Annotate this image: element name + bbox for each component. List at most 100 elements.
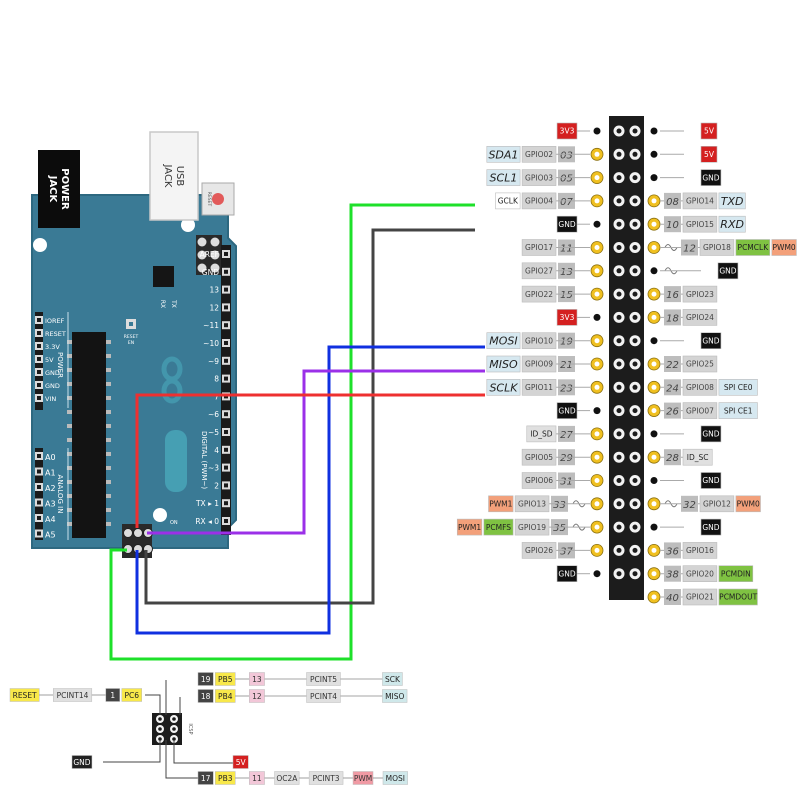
pin-tag-label: 5V: [704, 150, 715, 159]
analog-header: [35, 448, 43, 540]
pin-tag-label: PWM1: [458, 523, 481, 532]
pin-tag-label: SCLK: [489, 381, 518, 394]
chip-leg: [106, 424, 111, 428]
icsp-pin: [197, 250, 207, 260]
pin-number: 12: [683, 244, 696, 255]
pin-tag-label: GPIO11: [525, 383, 553, 392]
digital-pin-hole: [224, 358, 228, 363]
pin-tag-label: GPIO15: [686, 220, 714, 229]
gpio-header-pin-hole: [632, 314, 638, 320]
icsp-legend-tag-label: PB4: [218, 692, 233, 701]
chip-leg: [67, 368, 72, 372]
gpio-right-row: GND: [650, 262, 739, 280]
pin-tag: [682, 215, 718, 233]
pin-number: 08: [666, 197, 679, 208]
gpio-header-pin-hole: [632, 524, 638, 530]
pin-tag: [514, 495, 550, 513]
icsp-legend-tag-label: GND: [73, 758, 90, 767]
pin-tag-label: 3V3: [560, 313, 575, 322]
pin-tag: [486, 332, 521, 350]
pin-tag: [700, 122, 718, 140]
gpio-header-pin-hole: [616, 128, 622, 134]
pin-tag-label: GPIO06: [525, 476, 553, 485]
power-pin-hole: [37, 396, 41, 400]
gpio-right-row: GND: [650, 518, 722, 536]
pin-tag: [735, 239, 771, 256]
gpio-header-pin-hole: [616, 384, 622, 390]
gpio-pin-dot-center: [651, 198, 657, 204]
pin-tag-label: GND: [558, 220, 575, 229]
chip-leg: [67, 424, 72, 428]
gpio-header-pin-hole: [616, 501, 622, 507]
icsp-pin: [133, 528, 143, 538]
pin-number: 38: [666, 570, 679, 581]
digital-pin-label: GND: [202, 268, 219, 277]
pin-tag: [718, 192, 746, 210]
icsp-legend-tag-label: 17: [201, 774, 211, 783]
power-pin-hole: [37, 370, 41, 374]
pin-tag-label: 3V3: [560, 127, 575, 136]
power-pin-hole: [37, 357, 41, 361]
digital-pin-label: ~9: [208, 357, 219, 366]
gpio-header-pin-hole: [632, 221, 638, 227]
usb-jack: [149, 131, 199, 221]
pin-number-box: [664, 589, 681, 605]
icsp-legend-tag: PCINT14: [53, 688, 93, 702]
icsp-legend-tag: 5V: [232, 755, 249, 769]
pin-tag-label: PWM0: [773, 243, 796, 252]
pin-tag: [556, 565, 578, 583]
gpio-right-row: GND: [650, 169, 722, 186]
pin-tag: [514, 518, 550, 536]
chip-leg: [67, 438, 72, 442]
blue-wire: [135, 345, 485, 635]
pin-tag: [486, 169, 521, 186]
gpio-header-pin-hole: [616, 291, 622, 297]
digital-pin-hole: [224, 252, 228, 256]
pin-tag-label: SPI CE1: [724, 406, 753, 415]
pin-tag-label: GPIO04: [525, 197, 553, 206]
digital-pin-hole: [224, 376, 228, 381]
pin-tag-label: PCMCLK: [738, 243, 770, 252]
chip-leg: [67, 410, 72, 414]
pin-number-box: [664, 402, 681, 419]
tx-label: TX: [170, 299, 177, 308]
icsp-legend-leader: [145, 694, 161, 715]
icsp-legend-tag-label: RESET: [13, 691, 37, 700]
icsp-legend-tag-label: PB5: [218, 675, 233, 684]
analog-pin-hole: [37, 500, 41, 505]
pin-number: 24: [666, 383, 679, 394]
pin-number-box: [664, 449, 681, 466]
gpio-pin-dot-center: [651, 291, 657, 297]
pin-tag-label: MOSI: [489, 335, 517, 348]
reset-button-cap: [212, 193, 224, 205]
digital-pin-label: 7: [214, 392, 219, 401]
icsp-legend-tag-label: 11: [252, 774, 262, 783]
pin-tag: [699, 239, 735, 256]
pin-tag-label: GPIO21: [686, 593, 714, 602]
gpio-header-pin-hole: [616, 268, 622, 274]
analog-pin-hole: [37, 531, 41, 536]
gpio-right-row: 5V: [650, 122, 718, 140]
pin-number: 19: [560, 337, 573, 348]
pin-number: 23: [560, 383, 573, 394]
pin-tag-label: GPIO18: [703, 243, 731, 252]
gpio-pin-dot: [593, 127, 601, 135]
mount-hole: [33, 238, 47, 252]
icsp-legend-tag-label: MOSI: [386, 774, 405, 783]
pin-number: 27: [560, 430, 573, 441]
atmega-chip: [72, 332, 106, 538]
gpio-header-pin-hole: [632, 571, 638, 577]
gpio-header-pin-hole: [632, 408, 638, 414]
gpio-pin-dot-center: [651, 547, 657, 553]
chip-leg: [106, 396, 111, 400]
digital-pin-label: ~10: [203, 339, 219, 348]
gpio-header-pin-hole: [616, 547, 622, 553]
digital-pin-hole: [224, 483, 228, 488]
icsp-legend-tag-label: PC6: [125, 691, 140, 700]
pin-tag-label: TXD: [721, 195, 744, 208]
